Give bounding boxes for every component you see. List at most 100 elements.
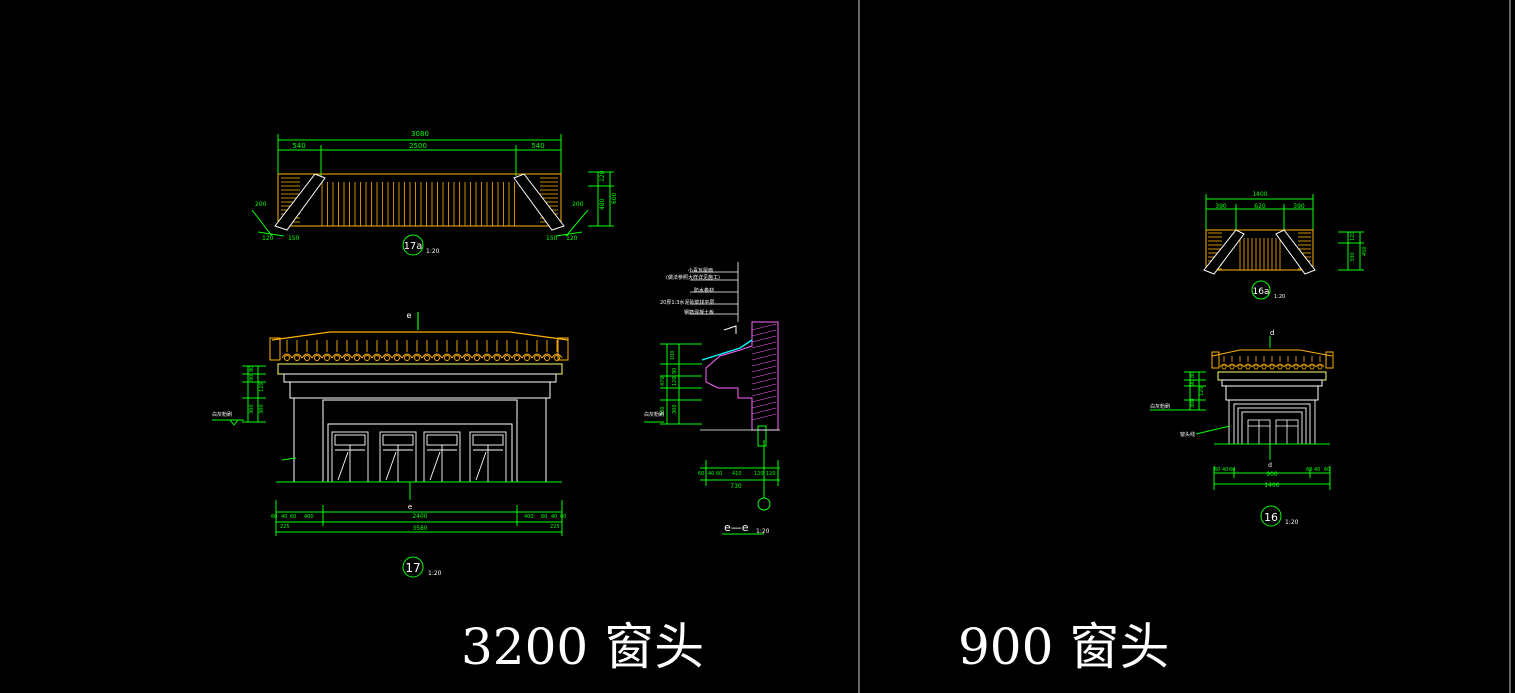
roof-tile-end: [1253, 364, 1259, 370]
roof-tile: [1251, 363, 1261, 368]
plan-16a-dim-left: 390: [1215, 203, 1227, 210]
roof-tile: [391, 353, 403, 359]
plan-16a-tag: 16a: [1253, 287, 1270, 297]
plan-16a-dim-right: 390: [1293, 203, 1305, 210]
section-leaders: [690, 262, 739, 322]
elevation-17-bottom-dim-9: 60: [560, 514, 566, 520]
roof-tile-end: [284, 355, 290, 361]
roof-tile-end: [1293, 364, 1299, 370]
section-bottom-dim-2: 40: [708, 471, 714, 477]
elevation-16-bottom-dim-1: 60: [1214, 467, 1220, 473]
right-panel-label: 900 窗头: [958, 618, 1170, 676]
elevation-16-bottom-dims: [1213, 444, 1331, 490]
roof-tile: [1315, 363, 1325, 368]
roof-tile-end: [334, 355, 340, 361]
elevation-16-tag-scale: 1:20: [1285, 519, 1299, 526]
roof-tile: [481, 353, 493, 359]
plan-16a-dim-mid: 620: [1254, 203, 1266, 210]
plan-17a-corner-dim-1: 200: [255, 201, 267, 208]
elevation-17-bottom-dim-row2-2: 225: [550, 524, 560, 530]
plan-17a-dim-h3: 600: [611, 192, 618, 204]
section-hatch-line: [751, 371, 777, 379]
roof-tile: [1219, 363, 1229, 368]
plan-16a-dimensions: [1205, 194, 1364, 271]
roof-tile: [301, 353, 313, 359]
roof-tile: [361, 353, 373, 359]
section-hatch-line: [751, 341, 777, 349]
elevation-16-left-dim-3: 120: [1199, 386, 1205, 396]
elevation-17-left-dim-2: 90: [249, 375, 255, 381]
elevation-16-bottom-dim-7: 60: [1324, 467, 1330, 473]
roof-tile: [541, 353, 553, 359]
plan-17a-corner-dim-5: 120: [566, 235, 578, 242]
section-note-4: 20厚1:3水泥砂浆找平层: [660, 299, 714, 306]
elevation-16-overall-dim: 1400: [1264, 482, 1279, 489]
roof-tile-end: [414, 355, 420, 361]
elevation-16-left-dim-4: 300: [1190, 398, 1196, 408]
elevation-17-bottom-dim-5: 2400: [412, 513, 427, 520]
plan-17a-corner-dims: [251, 209, 589, 237]
roof-tile-end: [354, 355, 360, 361]
plan-16a-tag-scale: 1:20: [1274, 294, 1285, 300]
roof-tile: [471, 353, 483, 359]
section-hatch-line: [751, 407, 777, 415]
elevation-16-bottom-dim-2: 40: [1222, 467, 1228, 473]
elevation-17-left-dim-5: 300: [259, 404, 265, 414]
plan-17a-corner-dim-6: 150: [546, 235, 558, 242]
section-left-dim-2: 470: [660, 376, 666, 386]
plan-17a-dim-h1: 120: [599, 170, 606, 182]
plan-16a-dim-h3: 450: [1362, 246, 1368, 256]
roof-tile-end: [554, 355, 560, 361]
roof-tile-end: [1317, 364, 1323, 370]
roof-tile: [461, 353, 473, 359]
section-left-dim-4: 120: [672, 376, 678, 386]
section-hatch-line: [751, 347, 777, 355]
plan-17a-dim-left: 540: [292, 142, 305, 150]
window-swing-line: [385, 451, 397, 481]
elevation-17-bottom-dim-6: 400: [524, 514, 534, 520]
section-note-3: 防水卷材: [694, 287, 714, 294]
elevation-17-section-mark-bottom: e: [408, 503, 412, 511]
elevation-16-roof: [1211, 349, 1334, 401]
elevation-16-bottom-dim-6: 40: [1314, 467, 1320, 473]
section-hatch-line: [751, 377, 777, 385]
roof-tile: [421, 353, 433, 359]
roof-tile: [1243, 363, 1253, 368]
plan-view-17a: 3080 540 2500 540 120 480 600 200 120 15…: [251, 130, 618, 256]
roof-tile: [501, 353, 513, 359]
section-note-1: 小青瓦屋面: [688, 267, 713, 274]
roof-tile: [491, 353, 503, 359]
section-bottom-dim-6: 120: [766, 471, 776, 477]
elevation-16-left-dim-1: 80: [1190, 372, 1196, 378]
roof-tile-end: [544, 355, 550, 361]
roof-tile-end: [1237, 364, 1243, 370]
elevation-17-bottom-dim-3: 60: [290, 514, 296, 520]
roof-tile-end: [344, 355, 350, 361]
elevation-17-bottom-dim-8: 40: [551, 514, 557, 520]
elevation-17-tag-circle: [402, 556, 424, 578]
section-view-e-e: 小青瓦屋面 (做法参照大样详见施工) 防水卷材 20厚1:3水泥砂浆找平层 钢筋…: [644, 262, 780, 535]
roof-tile-end: [294, 355, 300, 361]
elevation-16-note-whitewash: 白灰粉刷: [1150, 403, 1170, 410]
window-swing-line: [337, 451, 349, 481]
elevation-17-overall-dim: 3580: [412, 525, 427, 532]
roof-tile-end: [464, 355, 470, 361]
roof-tile-end: [504, 355, 510, 361]
elevation-17-tag-scale: 1:20: [428, 570, 442, 577]
roof-tile: [1291, 363, 1301, 368]
elevation-16-bottom-dim-5: 60: [1306, 467, 1312, 473]
section-bottom-dim-3: 60: [716, 471, 722, 477]
section-hatch-line: [751, 413, 777, 421]
elevation-16-tag-circle: [1260, 505, 1282, 527]
section-bottom-dim-5: 120: [754, 471, 764, 477]
roof-tile: [281, 353, 293, 359]
window-swing-line: [429, 451, 441, 481]
roof-tile-end: [1285, 364, 1291, 370]
section-left-dim-5: 300: [660, 406, 666, 416]
roof-tile-end: [424, 355, 430, 361]
elevation-17-left-dim-4: 300: [249, 404, 255, 414]
plan-16a-tag-circle: [1251, 280, 1271, 300]
roof-tile: [371, 353, 383, 359]
roof-tile: [511, 353, 523, 359]
